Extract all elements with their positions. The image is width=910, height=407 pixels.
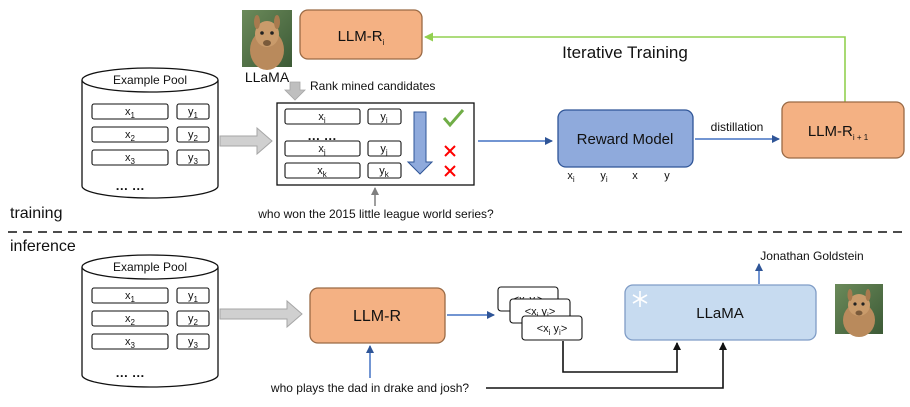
- reward-input-label: y: [664, 170, 670, 182]
- candidate-x-text: xj: [318, 143, 326, 157]
- pool-row: x1 y1: [91, 287, 210, 304]
- pool-y-cell: [176, 126, 210, 143]
- llama-label: LLaMA: [245, 69, 290, 85]
- candidate-y-text: yk: [379, 165, 390, 179]
- pool-y-cell: [176, 310, 210, 327]
- snowflake-icon: [632, 291, 648, 307]
- candidate-x-cell: [284, 140, 361, 157]
- pool-row: x3 y3: [91, 333, 210, 350]
- mined-candidates-box: xi yi xj yj xk yk … …: [276, 102, 475, 186]
- pool-y-cell: [176, 333, 210, 350]
- candidate-y-text: yj: [380, 143, 388, 157]
- pool-x-text: x2: [125, 313, 136, 327]
- pool-row: x3 y3: [91, 149, 210, 166]
- pool-x-text: x3: [125, 336, 136, 350]
- pool-ellipsis: … …: [115, 365, 145, 380]
- candidate-x-cell: [284, 108, 361, 125]
- inference-section-label: inference: [10, 238, 76, 255]
- candidate-y-cell: [367, 108, 402, 125]
- pool-row: x1 y1: [91, 103, 210, 120]
- check-icon: [442, 109, 465, 128]
- candidate-y-text: yi: [380, 111, 388, 125]
- llm-r-i-label: LLM-Ri: [338, 28, 385, 47]
- llm-r-i-plus-1-box: LLM-Ri + 1: [781, 101, 905, 159]
- cross-icon: [444, 145, 456, 157]
- candidate-rows: xi yi xj yj xk yk: [284, 108, 402, 179]
- infer-query-text: who plays the dad in drake and josh?: [270, 381, 469, 395]
- retrieved-card: <xi yi>: [521, 315, 583, 341]
- pool-y-text: y1: [188, 290, 199, 304]
- pool-y-cell: [176, 287, 210, 304]
- pool-x-cell: [91, 333, 169, 350]
- llm-r-i-box: LLM-Ri: [299, 9, 423, 60]
- candidate-row: xi yi: [284, 108, 402, 125]
- example-pool-title: Example Pool: [113, 260, 187, 274]
- example-pool-training: Example Pool x1 y1 x2 y2 x3 y3 … …: [81, 67, 219, 199]
- candidate-x-text: xk: [317, 165, 328, 179]
- llm-r-label: LLM-R: [353, 308, 401, 325]
- rank-down-arrow: [406, 111, 434, 175]
- pool-x-text: x3: [125, 152, 136, 166]
- retrieved-to-llama-arrow: [562, 341, 681, 373]
- alpaca-image-inference: [835, 284, 883, 337]
- candidate-row: xj yj: [284, 140, 402, 157]
- pool-y-text: y3: [188, 152, 199, 166]
- retrieved-examples: <xi yi><xi yi><xi yi>: [497, 286, 583, 341]
- reward-input-label: x: [632, 170, 638, 182]
- candidate-y-cell: [367, 162, 402, 179]
- reward-model-label: Reward Model: [577, 131, 674, 148]
- pool-x-text: x1: [125, 290, 136, 304]
- pool-y-text: y3: [188, 336, 199, 350]
- retrieved-card-frame: [521, 315, 583, 341]
- pool-to-candidates-arrow: [219, 126, 273, 156]
- pool-ellipsis: … …: [115, 178, 145, 193]
- training-section-label: training: [10, 205, 62, 222]
- pool-y-text: y2: [188, 129, 199, 143]
- pool-x-cell: [91, 126, 169, 143]
- llm-r-box: LLM-R: [309, 287, 446, 344]
- reward-inputs: xi yi x y: [567, 170, 670, 184]
- candidate-row: xk yk: [284, 162, 402, 179]
- llama-box-label: LLaMA: [696, 305, 744, 322]
- pool-x-text: x2: [125, 129, 136, 143]
- train-query-text: who won the 2015 little league world ser…: [257, 207, 494, 221]
- example-pool-title: Example Pool: [113, 73, 187, 87]
- pool-y-text: y2: [188, 313, 199, 327]
- candidate-x-text: xi: [318, 111, 326, 125]
- pool-y-cell: [176, 103, 210, 120]
- reward-input-label: yi: [600, 170, 608, 184]
- pool-x-cell: [91, 310, 169, 327]
- answer-text: Jonathan Goldstein: [760, 249, 863, 263]
- retrieved-card-text: <xi yi>: [537, 323, 568, 337]
- example-pool-inference: Example Pool x1 y1 x2 y2 x3 y3 … …: [81, 254, 219, 388]
- candidate-ellipsis: … …: [307, 128, 337, 143]
- llama-down-arrow: [284, 81, 306, 101]
- query-to-llama-arrow: [486, 342, 727, 389]
- pool-x-text: x1: [125, 106, 136, 120]
- pool-to-llm-r-arrow: [219, 299, 303, 329]
- candidate-x-cell: [284, 162, 361, 179]
- distillation-label: distillation: [711, 120, 764, 134]
- llm-r-i-plus-1-label: LLM-Ri + 1: [808, 123, 869, 142]
- candidate-y-cell: [367, 140, 402, 157]
- example-pool-rows: x1 y1 x2 y2 x3 y3: [91, 287, 210, 350]
- pool-row: x2 y2: [91, 310, 210, 327]
- reward-input-label: xi: [567, 170, 575, 184]
- reward-model-box: Reward Model: [557, 109, 694, 168]
- iterative-training-arrow: [424, 32, 846, 102]
- rank-label: Rank mined candidates: [310, 79, 435, 93]
- iterative-training-label: Iterative Training: [562, 43, 688, 62]
- llama-frozen-box: LLaMA: [624, 284, 817, 341]
- example-pool-rows: x1 y1 x2 y2 x3 y3: [91, 103, 210, 166]
- alpaca-image-training: [242, 10, 292, 70]
- pool-x-cell: [91, 103, 169, 120]
- pool-y-text: y1: [188, 106, 199, 120]
- pool-row: x2 y2: [91, 126, 210, 143]
- pool-y-cell: [176, 149, 210, 166]
- cross-icon: [444, 165, 456, 177]
- pool-x-cell: [91, 149, 169, 166]
- pool-x-cell: [91, 287, 169, 304]
